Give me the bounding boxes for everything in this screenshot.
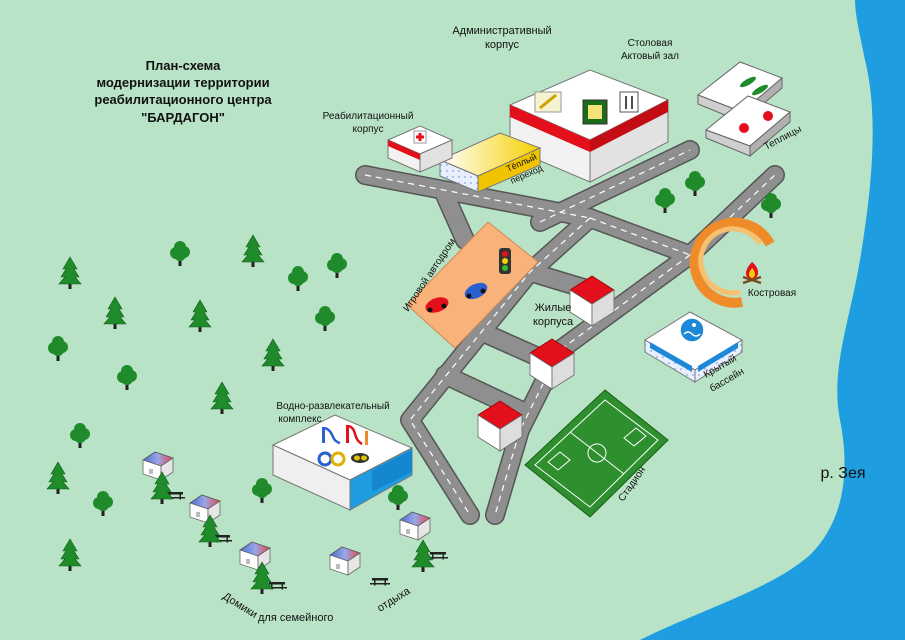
swim-ring-icon <box>317 451 369 467</box>
blue-car-icon <box>464 282 488 300</box>
map-title: План-схема модернизации территории реаби… <box>94 58 272 125</box>
rehab-building[interactable] <box>386 125 454 173</box>
title-line-4: "БАРДАГОН" <box>141 110 225 125</box>
residential-label-1: Жилые <box>535 302 572 314</box>
greenhouse-tomato[interactable] <box>704 95 791 158</box>
river-zeya <box>640 0 905 640</box>
title-line-2: модернизации территории <box>96 75 269 90</box>
waterslide-icon <box>322 424 368 446</box>
river-label: р. Зея <box>820 465 865 482</box>
canteen-label-2: Актовый зал <box>621 51 679 62</box>
rehab-label-2: корпус <box>353 124 384 135</box>
play-autodrome[interactable] <box>406 221 539 349</box>
warm-passage[interactable] <box>438 132 542 193</box>
swimmer-icon <box>679 317 705 343</box>
tomato-icon <box>739 123 749 133</box>
red-car-icon <box>425 297 449 313</box>
administrative-building[interactable] <box>508 69 670 183</box>
rehab-label-1: Реабилитационный <box>323 110 414 122</box>
fork-knife-icon <box>619 91 639 113</box>
admin-label-2: корпус <box>485 39 520 51</box>
water-complex-label-2: комплекс <box>278 414 321 425</box>
fire-icon <box>742 262 762 285</box>
campfire-label: Костровая <box>748 288 796 299</box>
houses-label-2: для семейного <box>258 612 333 624</box>
indoor-pool[interactable] <box>644 311 743 383</box>
residential-label-2: корпуса <box>533 316 574 328</box>
title-line-3: реабилитационного центра <box>94 92 272 107</box>
canteen-label-1: Столовая <box>628 38 673 49</box>
cucumber-icon <box>740 76 756 88</box>
admin-label-1: Административный <box>452 25 551 37</box>
title-line-1: План-схема <box>146 58 221 73</box>
stadium[interactable] <box>524 389 669 518</box>
campfire-area[interactable] <box>689 217 775 308</box>
water-complex-label-1: Водно-развлекательный <box>276 401 389 412</box>
water-entertainment-complex[interactable] <box>271 414 414 511</box>
